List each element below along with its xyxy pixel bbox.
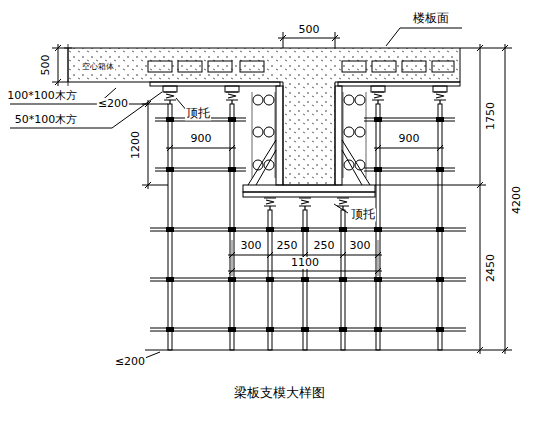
dimension-label: ≤200 — [114, 356, 146, 368]
part-label: 顶托 — [350, 208, 376, 221]
dimension-label: 300 — [240, 240, 263, 252]
dimension-label: 1100 — [290, 257, 320, 269]
dimension-label: 250 — [313, 240, 336, 252]
dimension-label: 100*100木方 — [6, 90, 78, 102]
dimension-label: 900 — [398, 133, 421, 145]
dimension-label: 900 — [190, 133, 213, 145]
dimension-label: 50*100木方 — [14, 114, 79, 126]
figure-caption: 梁板支模大样图 — [233, 386, 326, 400]
dimension-label: 250 — [276, 240, 299, 252]
dimension-label: 1200 — [130, 130, 142, 160]
dimension-label: 4200 — [511, 185, 523, 215]
dimension-label: 2450 — [485, 253, 497, 283]
part-label: 顶托 — [185, 107, 211, 120]
dimension-label: 500 — [298, 24, 321, 36]
part-label: 空心箱体 — [81, 63, 115, 72]
dimension-label: 1750 — [485, 101, 497, 131]
dimension-label: 300 — [349, 240, 372, 252]
part-label: 楼板面 — [412, 12, 450, 25]
dimension-label: 500 — [40, 54, 52, 77]
dimension-label: ≤200 — [97, 98, 129, 110]
